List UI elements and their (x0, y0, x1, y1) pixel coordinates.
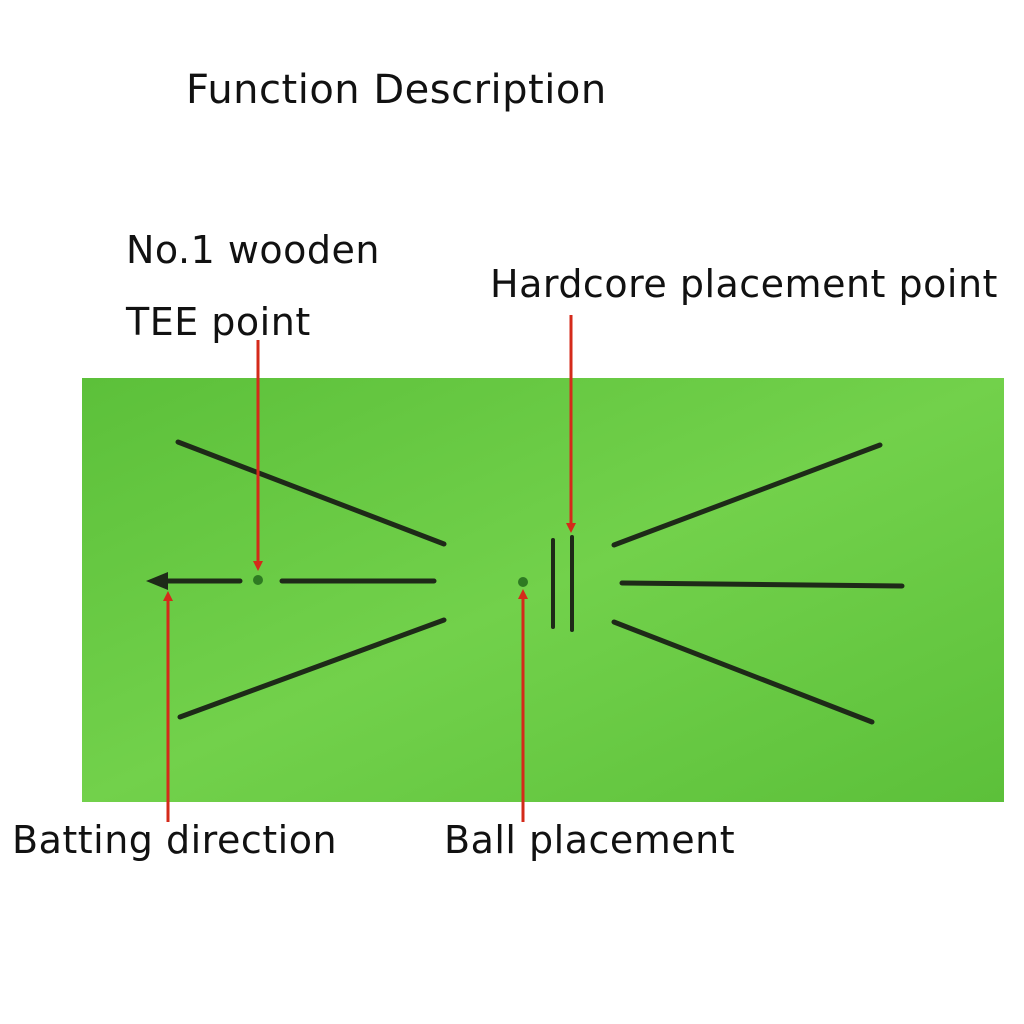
guide-line-left-lower (177, 617, 447, 720)
label-wooden-tee-line2: TEE point (126, 300, 311, 344)
batting-direction-arrowhead-icon (146, 572, 168, 590)
label-wooden-tee-line1: No.1 wooden (126, 228, 381, 272)
golf-mat (82, 378, 1004, 802)
guide-line-right-lower (611, 619, 875, 725)
guide-line-right-center (619, 580, 905, 589)
tee-point-dot (253, 575, 263, 585)
label-ball-placement: Ball placement (444, 818, 736, 862)
label-batting-direction: Batting direction (12, 818, 338, 862)
label-hardcore-placement: Hardcore placement point (490, 262, 998, 306)
ball-placement-dot (518, 577, 528, 587)
guide-line-left-upper (175, 439, 447, 547)
diagram-title: Function Description (186, 67, 607, 113)
guide-line-right-upper (611, 442, 883, 548)
